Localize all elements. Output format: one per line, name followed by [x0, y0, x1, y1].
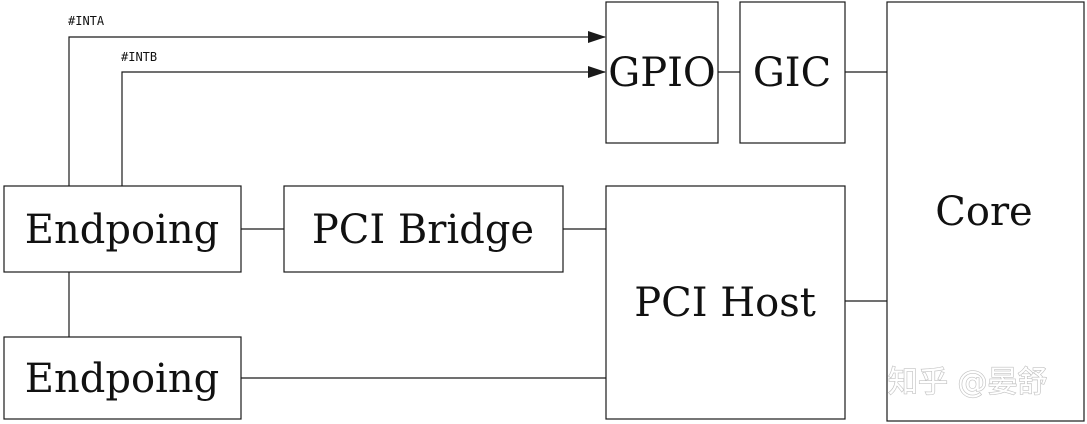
gpio-label: GPIO — [608, 50, 715, 96]
endpoint-bottom-label: Endpoing — [25, 356, 219, 402]
core-block: Core — [886, 1, 1085, 422]
pci-host-label: PCI Host — [634, 280, 816, 326]
watermark-text: 知乎 @晏舒 — [888, 365, 1048, 400]
gpio-block: GPIO — [605, 1, 719, 144]
pci-host-block: PCI Host — [605, 185, 846, 420]
inta-label: #INTA — [68, 14, 105, 28]
core-label: Core — [935, 189, 1032, 235]
gic-label: GIC — [753, 50, 831, 96]
gic-block: GIC — [739, 1, 846, 144]
endpoint-top-label: Endpoing — [25, 207, 219, 253]
intb-wire — [121, 66, 606, 186]
endpoint-bottom-block: Endpoing — [3, 336, 242, 420]
endpoint-top-block: Endpoing — [3, 185, 242, 273]
pci-bridge-block: PCI Bridge — [283, 185, 564, 273]
intb-label: #INTB — [121, 50, 157, 64]
pci-bridge-label: PCI Bridge — [312, 207, 534, 253]
